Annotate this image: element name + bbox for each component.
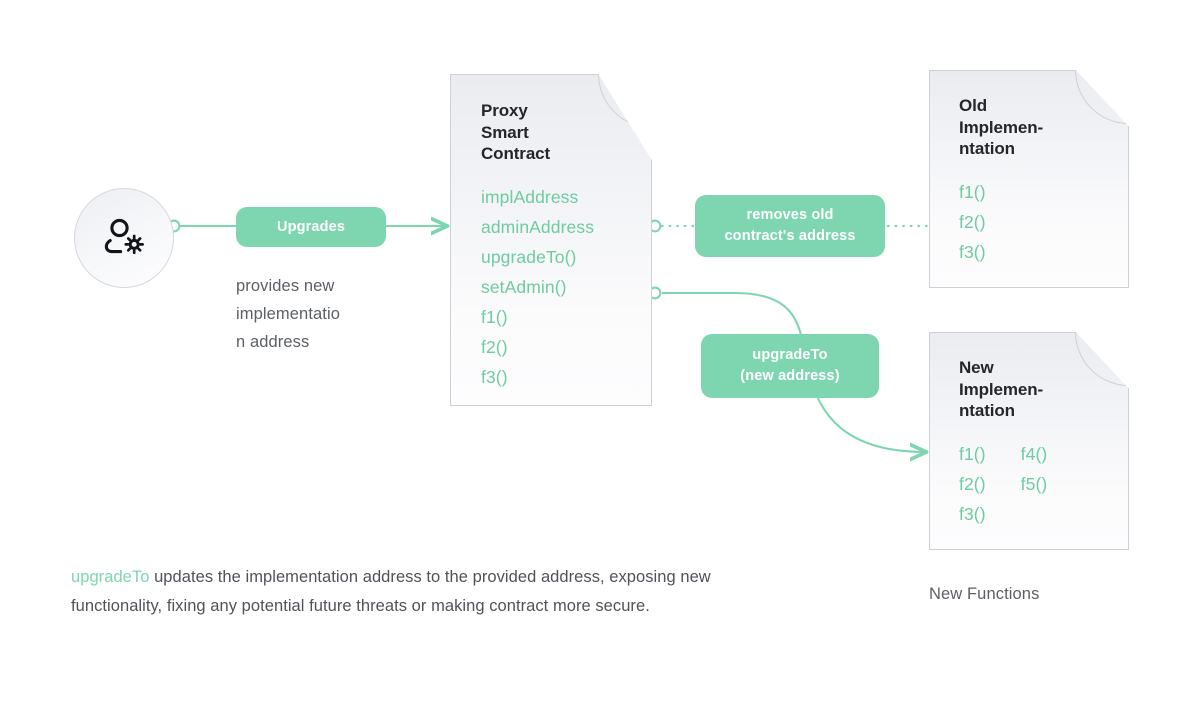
pill-upgrades[interactable]: Upgrades [236, 207, 386, 247]
member-column-2: f4() f5() [1020, 444, 1048, 494]
card-old-implementation[interactable]: Old Implemen- ntation f1() f2() f3() [929, 70, 1129, 288]
folded-corner-icon [1075, 70, 1129, 124]
pill-removes-old-contract-address[interactable]: removes old contract's address [695, 195, 885, 257]
pill-upgrade-to-new-address[interactable]: upgradeTo (new address) [701, 334, 879, 398]
member-column-1: f1() f2() f3() [959, 444, 986, 524]
card-member-list: f1() f2() f3() [959, 177, 986, 267]
note-provides-new-implementation-address: provides new implementatio n address [236, 277, 341, 351]
card-title: Old Implemen- ntation [959, 96, 1044, 158]
user-gear-icon [101, 217, 147, 259]
description-paragraph: upgradeTo updates the implementation add… [71, 563, 791, 621]
card-title: New Implemen- ntation [959, 358, 1044, 420]
card-proxy-smart-contract[interactable]: Proxy Smart Contract implAddress adminAd… [450, 74, 652, 406]
card-member-list: f1() f2() f3() f4() f5() [959, 439, 1047, 529]
member-column-1: implAddress adminAddress upgradeTo() set… [481, 187, 595, 387]
label-new-functions: New Functions [929, 585, 1040, 603]
folded-corner-icon [598, 74, 652, 128]
card-title: Proxy Smart Contract [481, 101, 551, 163]
member-column-1: f1() f2() f3() [959, 182, 986, 262]
card-member-list: implAddress adminAddress upgradeTo() set… [481, 182, 594, 392]
paragraph-body: updates the implementation address to th… [71, 568, 711, 615]
actor-avatar[interactable] [74, 188, 174, 288]
folded-corner-icon [1075, 332, 1129, 386]
paragraph-keyword: upgradeTo [71, 568, 150, 586]
card-new-implementation[interactable]: New Implemen- ntation f1() f2() f3() f4()… [929, 332, 1129, 550]
